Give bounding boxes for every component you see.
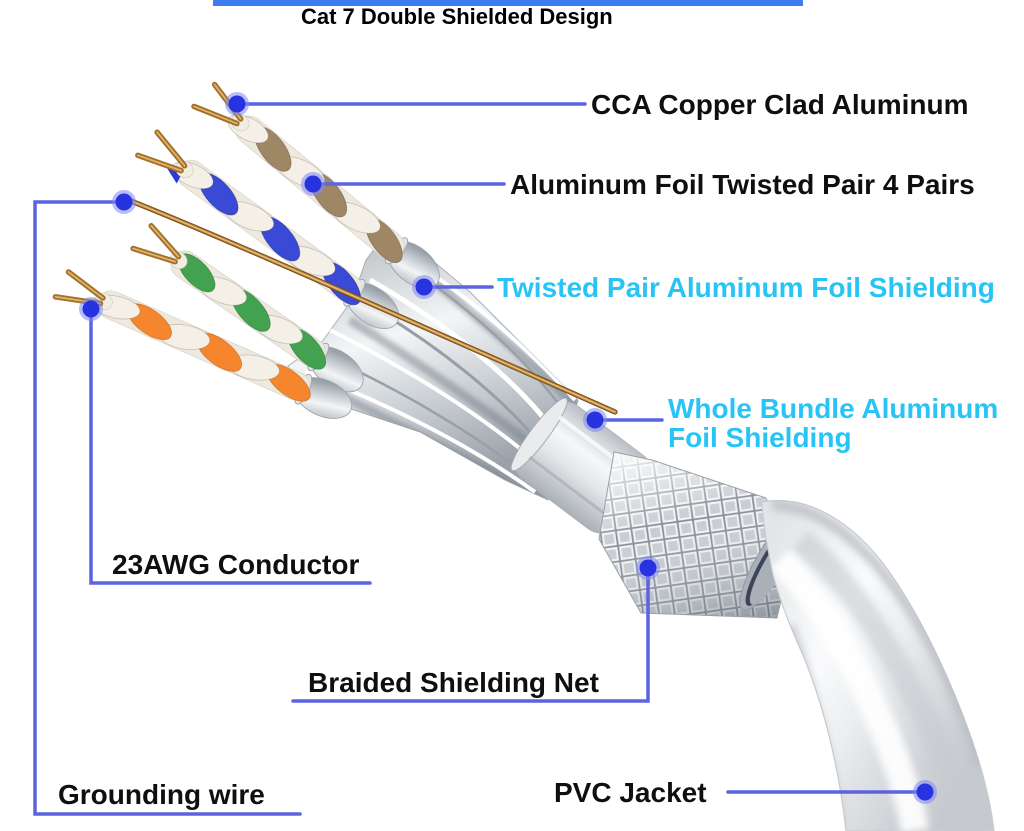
label-conductor: 23AWG Conductor — [112, 549, 360, 580]
label-bundle-foil-line1: Whole Bundle Aluminum — [668, 393, 999, 424]
callout-dot-foil-pair — [301, 172, 325, 196]
label-foil-pair: Aluminum Foil Twisted Pair 4 Pairs — [510, 169, 975, 200]
callout-dot-conductor — [79, 297, 103, 321]
label-tp-foil-shielding: Twisted Pair Aluminum Foil Shielding — [497, 272, 995, 303]
label-braid: Braided Shielding Net — [308, 667, 599, 698]
callout-lines — [33, 102, 927, 816]
callout-line-conductor — [89, 307, 372, 585]
callout-line-braid — [291, 566, 650, 703]
twisted-pair-green — [130, 223, 327, 370]
grounding-wire — [123, 196, 618, 415]
callout-dots — [79, 92, 937, 804]
label-pvc: PVC Jacket — [554, 777, 707, 808]
callout-dot-bundle-foil — [583, 408, 607, 432]
callout-dot-pvc — [913, 780, 937, 804]
label-grounding: Grounding wire — [58, 779, 265, 810]
label-cca: CCA Copper Clad Aluminum — [591, 89, 969, 120]
callout-dot-cca — [225, 92, 249, 116]
callout-dot-tp-foil — [412, 275, 436, 299]
label-bundle-foil-shielding: Whole Bundle Aluminum Foil Shielding — [668, 394, 998, 452]
label-bundle-foil-line2: Foil Shielding — [668, 422, 852, 453]
pvc-jacket — [761, 500, 995, 831]
callout-dot-braid — [636, 556, 660, 580]
callout-dot-grounding — [112, 190, 136, 214]
callout-line-grounding — [33, 200, 302, 816]
twisted-pair-orange — [52, 269, 311, 402]
diagram-title: Cat 7 Double Shielded Design — [301, 4, 613, 29]
